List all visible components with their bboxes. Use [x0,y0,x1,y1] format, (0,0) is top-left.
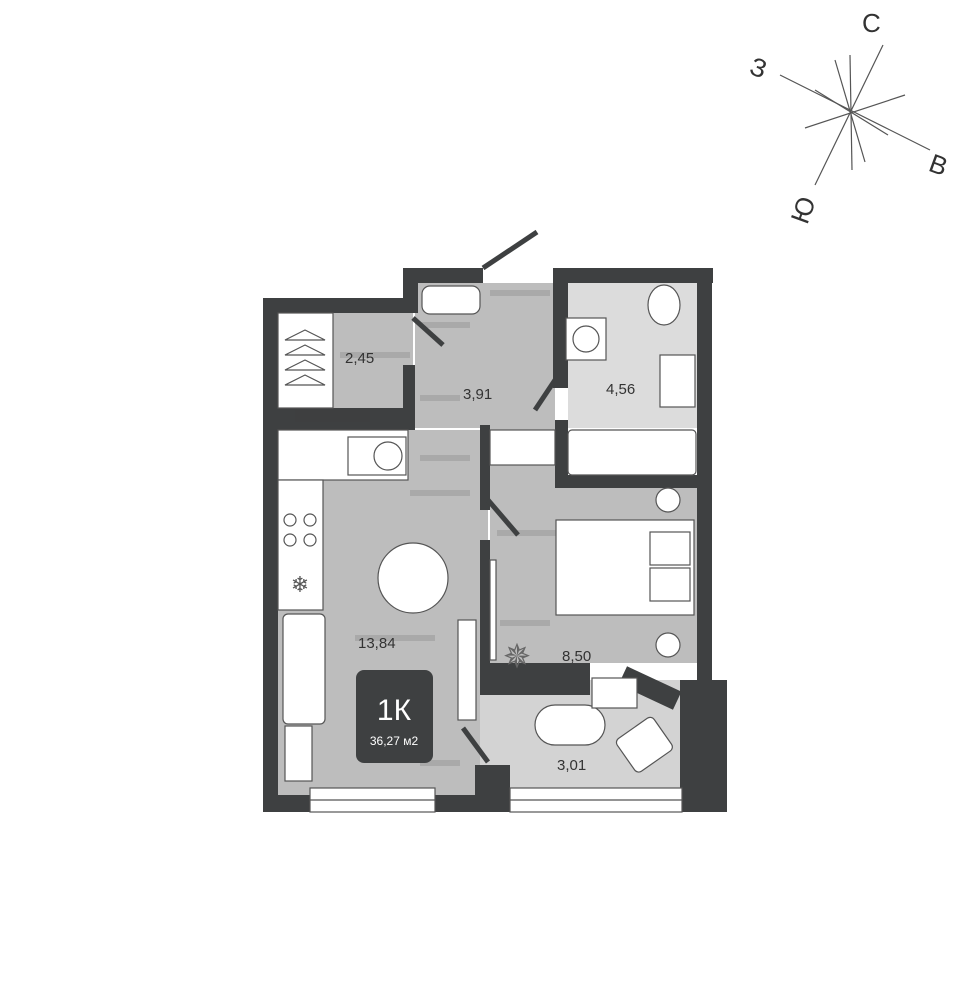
snowflake-icon: ❄ [291,572,309,597]
bathtub [567,429,697,476]
furniture: ❄ ✵ [277,284,697,782]
shoe-rack [421,285,481,315]
room-area-wardrobe: 2,45 [345,350,374,367]
compass-north-label: С [862,8,881,38]
tv-stand [457,619,477,721]
armchair [615,716,673,773]
apartment-type: 1К [377,694,412,727]
room-area-bedroom: 8,50 [562,648,591,665]
room-area-kitchen-living: 13,84 [358,635,396,652]
kitchen-sink [347,436,407,476]
dining-table [377,542,449,614]
bathroom-sink [659,354,696,408]
room-area-hallway: 3,91 [463,386,492,403]
plant-icon: ✵ [503,638,532,676]
room-area-bathroom: 4,56 [606,381,635,398]
room-area-balcony: 3,01 [557,757,586,774]
sofa [282,613,326,725]
hanger-icon [284,329,326,386]
compass-west-label: З [746,51,771,85]
walls [263,229,727,812]
apartment-badge: 1К 36,27 м2 [356,670,433,763]
compass-south-label: Ю [785,192,822,227]
toilet [647,284,681,326]
windows [309,787,683,813]
apartment-total-area: 36,27 м2 [370,734,419,748]
compass: С З В Ю [746,8,952,227]
compass-east-label: В [925,148,952,182]
bookshelf [489,429,556,466]
desk [284,725,313,782]
balcony-table [534,704,606,746]
washing-machine [565,317,607,361]
